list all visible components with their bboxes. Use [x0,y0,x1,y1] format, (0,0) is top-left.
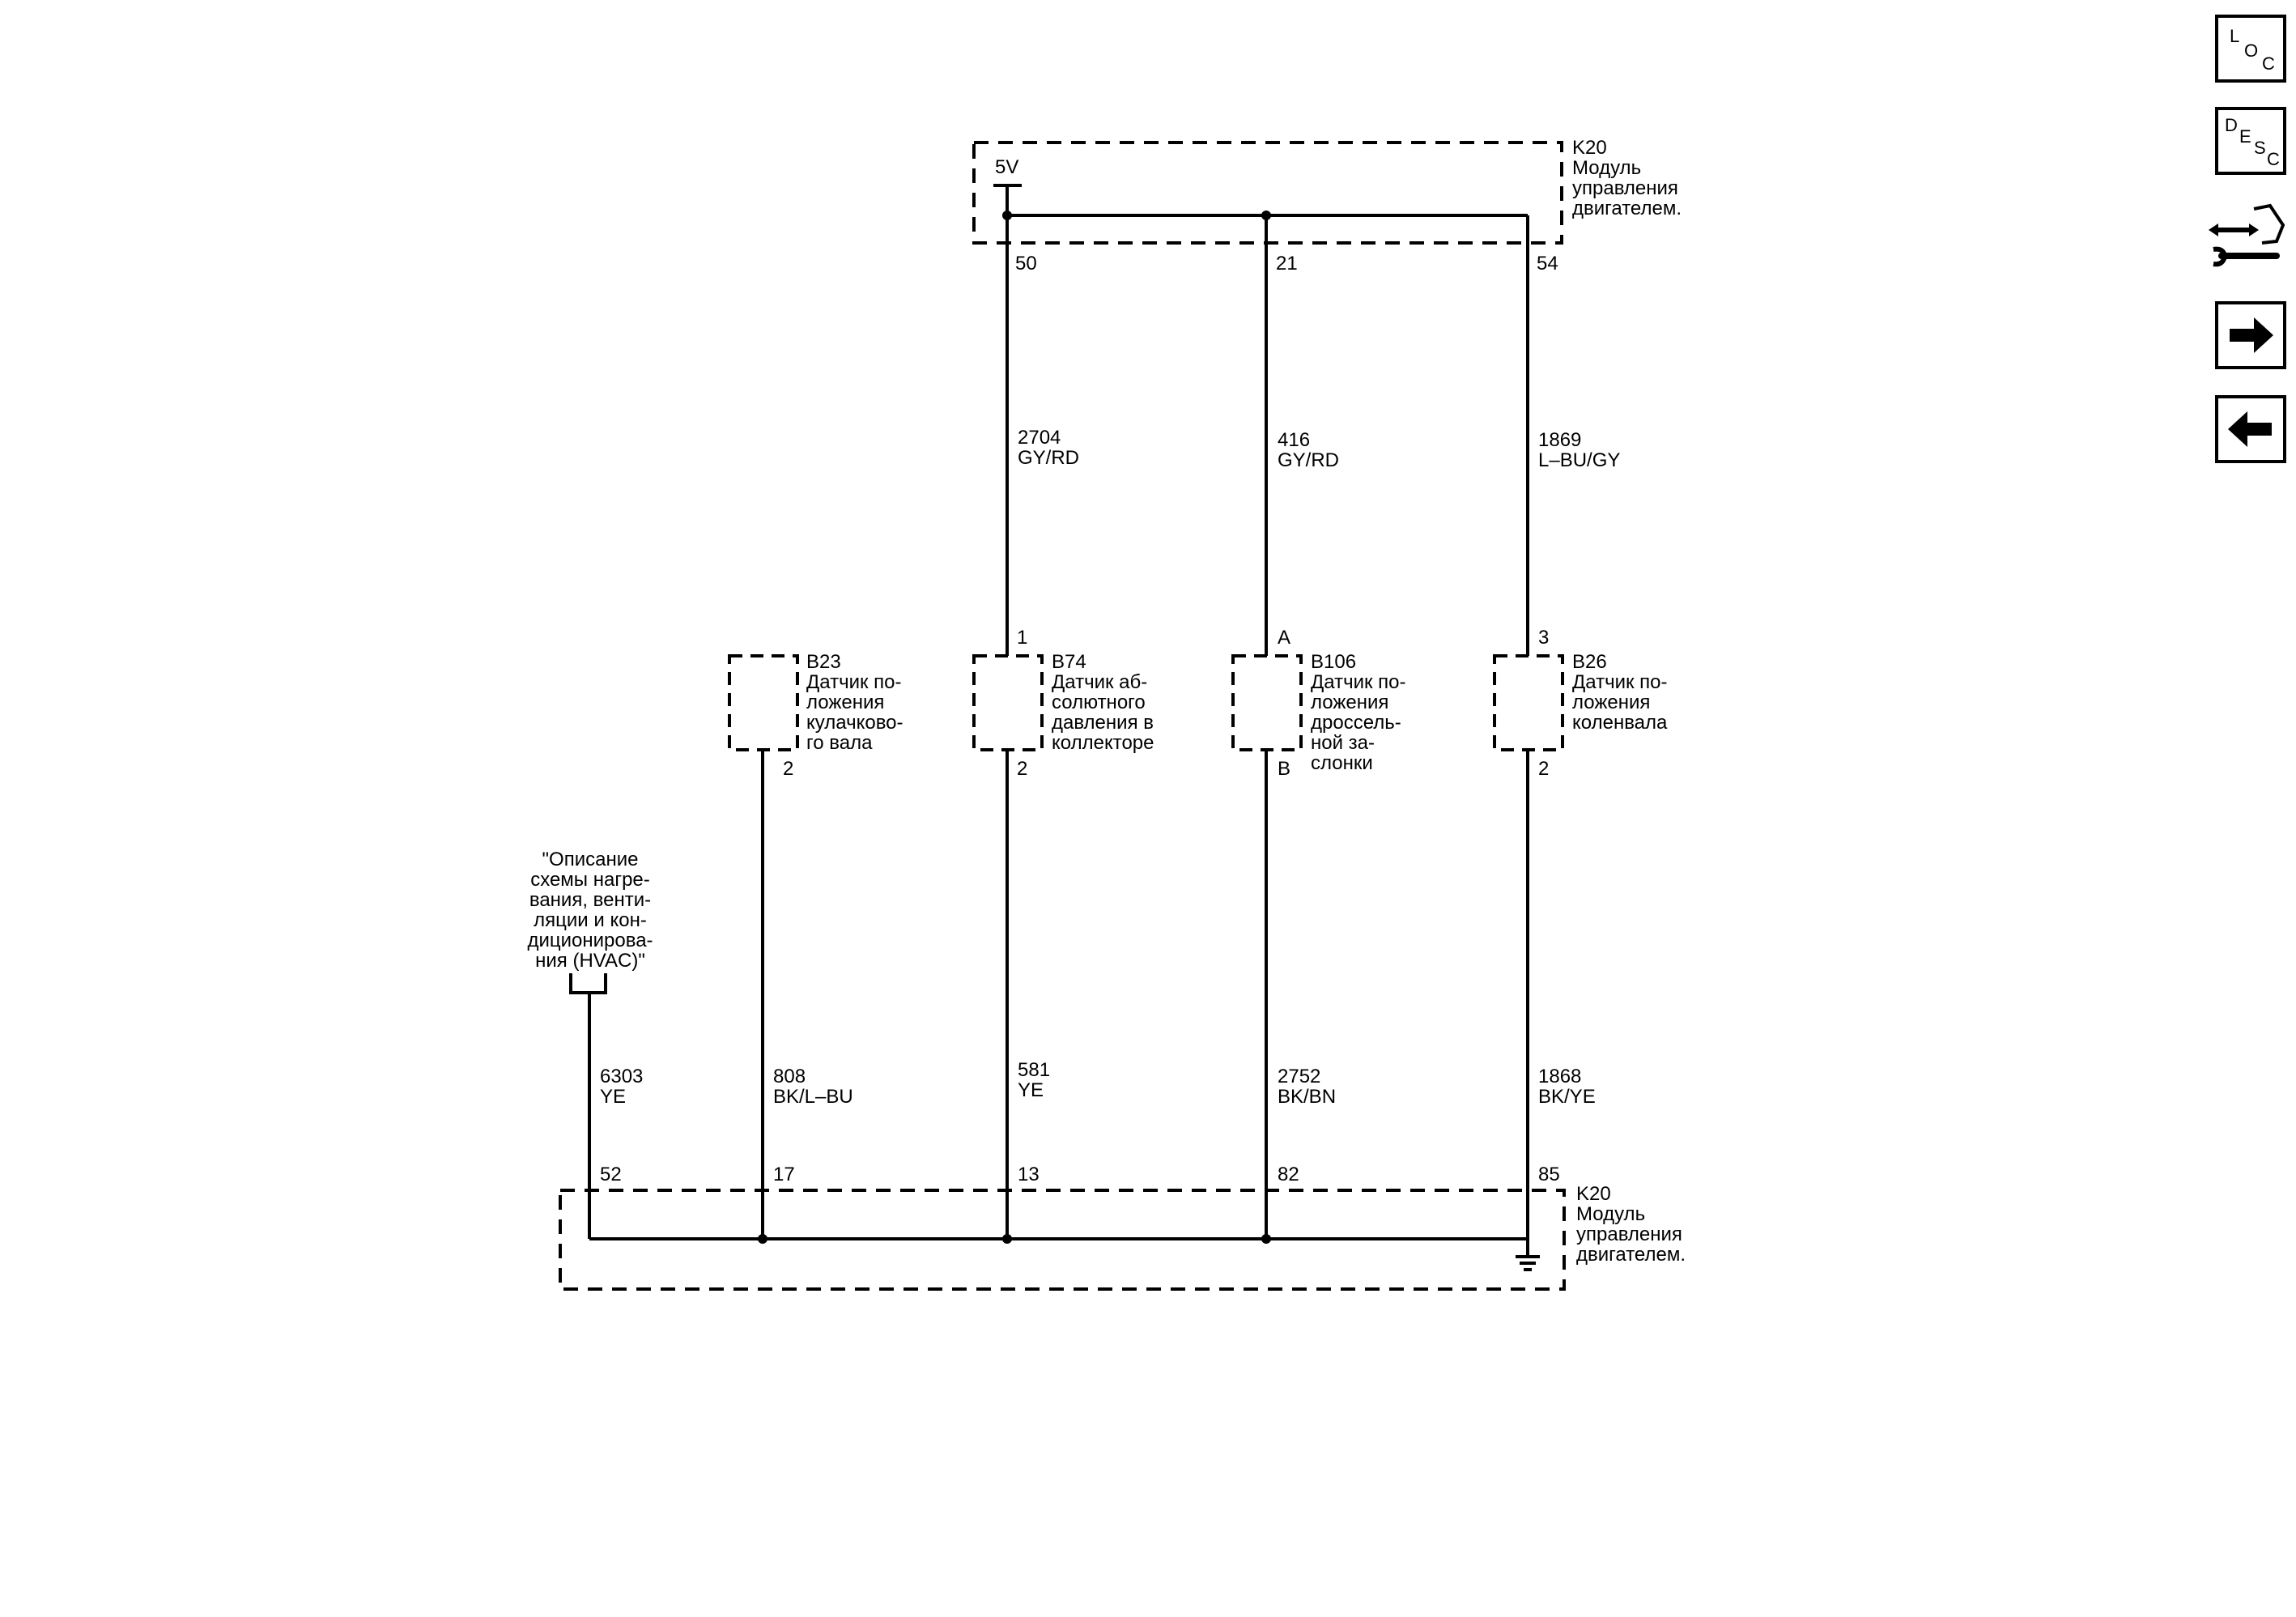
wire-color: BK/YE [1538,1086,1596,1108]
loc-letter: O [2244,40,2259,61]
loc-button[interactable]: L O C [2215,15,2286,83]
sensor-ref: B74 [1052,651,1086,673]
wire-color: YE [1018,1079,1044,1101]
hvac-reference-line: ния (HVAC)" [535,950,645,972]
sensor-pin-top: 3 [1538,627,1549,649]
sensor-name-line: коленвала [1572,712,1668,734]
wire-color: L–BU/GY [1538,449,1620,471]
top-pin-50: 50 [1015,253,1037,274]
sensor-ref: B23 [806,651,841,673]
wire-color: BK/BN [1278,1086,1336,1108]
desc-letter: E [2239,126,2251,147]
sensor-b106-box [1231,654,1303,751]
bottom-bus-junction [1261,1234,1271,1244]
sensor-pin-bottom: 2 [1017,758,1027,780]
wire-number: 1869 [1538,429,1581,451]
bottom-pin-13: 13 [1018,1164,1040,1185]
sensor-pin-bottom: B [1278,758,1290,780]
sensor-pin-top: 1 [1017,627,1027,649]
wire-color: GY/RD [1018,447,1079,469]
bottom-pin-85: 85 [1538,1164,1560,1185]
desc-button[interactable]: D E S C [2215,107,2286,175]
wire-number: 6303 [600,1066,643,1087]
sensor-name-line: дроссель- [1311,712,1401,734]
top-module-ref: K20 [1572,137,1607,159]
wire-number: 2752 [1278,1066,1320,1087]
sensor-name-line: давления в [1052,712,1154,734]
hvac-reference-line: вания, венти- [529,889,651,911]
sensor-name-line: ложения [806,691,884,713]
sensor-name-line: ложения [1572,691,1650,713]
sensor-name-line: солютного [1052,691,1146,713]
wire-number: 2704 [1018,427,1061,449]
top-pin-21: 21 [1276,253,1298,274]
wire-number: 1868 [1538,1066,1581,1087]
sensor-name-line: Датчик по- [1311,671,1405,693]
bottom-module-box [559,1189,1566,1291]
arrow-right-icon [2230,317,2273,353]
sensor-pin-top: A [1278,627,1290,649]
hvac-reference-line: ляции и кон- [534,909,647,931]
sensor-name-line: коллекторе [1052,732,1154,754]
sensor-b74-box [972,654,1044,751]
sensor-name-line: Датчик аб- [1052,671,1147,693]
wire-number: 416 [1278,429,1310,451]
sensor-name-line: ной за- [1311,732,1375,754]
top-pin-54: 54 [1537,253,1558,274]
hvac-reference-bracket [569,973,607,994]
wire-number: 581 [1018,1059,1050,1081]
hvac-reference-line: "Описание [542,849,639,870]
loc-letter: C [2262,53,2275,74]
connector-tool-button[interactable] [2205,201,2286,282]
bottom-bus-junction [758,1234,767,1244]
bottom-bus-junction [1002,1234,1012,1244]
wire-color: YE [600,1086,626,1108]
top-module-name-line: Модуль [1572,157,1641,179]
desc-letter: S [2254,138,2266,158]
desc-letter: D [2225,115,2238,135]
top-module-name-line: двигателем. [1572,198,1682,219]
next-button[interactable] [2215,301,2286,369]
bottom-module-name-line: Модуль [1576,1203,1645,1225]
supply-voltage-label: 5V [995,156,1018,178]
sensor-name-line: кулачково- [806,712,904,734]
bottom-module-ref: K20 [1576,1183,1611,1205]
sensor-ref: B26 [1572,651,1607,673]
sensor-name-line: ложения [1311,691,1388,713]
bottom-module-name-line: двигателем. [1576,1244,1686,1266]
bottom-pin-82: 82 [1278,1164,1299,1185]
bottom-pin-52: 52 [600,1164,622,1185]
wire-number: 808 [773,1066,806,1087]
sensor-name-line: Датчик по- [1572,671,1667,693]
desc-letter: C [2267,149,2280,169]
hvac-reference-line: схемы нагре- [530,869,650,891]
bottom-module-name-line: управления [1576,1223,1682,1245]
loc-letter: L [2230,26,2240,46]
bottom-pin-17: 17 [773,1164,795,1185]
wire-color: BK/L–BU [773,1086,853,1108]
sensor-name-line: Датчик по- [806,671,901,693]
sensor-b26-box [1493,654,1564,751]
hvac-reference-line: диционирова- [527,930,653,951]
sensor-name-line: слонки [1311,752,1373,774]
sensor-b23-box [728,654,799,751]
prev-button[interactable] [2215,395,2286,463]
sensor-name-line: го вала [806,732,873,754]
arrow-left-icon [2228,411,2272,447]
sensor-pin-bottom: 2 [1538,758,1549,780]
wire-color: GY/RD [1278,449,1339,471]
connector-tool-icon [2209,203,2285,267]
top-module-name-line: управления [1572,177,1678,199]
sensor-ref: B106 [1311,651,1356,673]
sensor-pin-bottom: 2 [783,758,793,780]
